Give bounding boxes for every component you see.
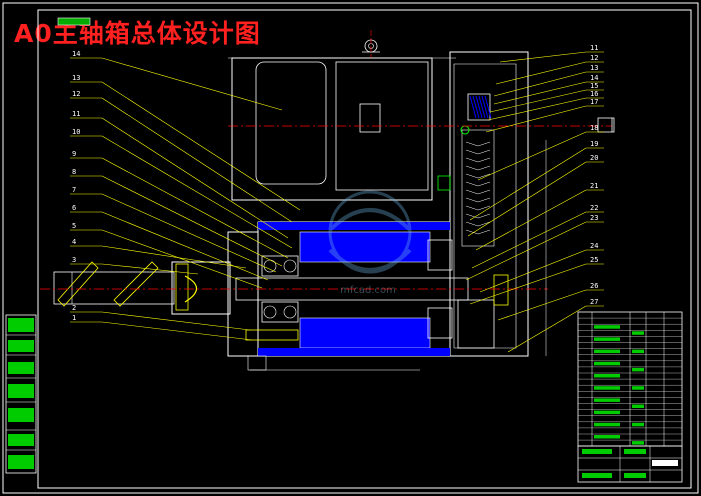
cutter-tip-icon bbox=[113, 261, 159, 307]
top-label-box bbox=[57, 17, 91, 26]
part-label: 10 bbox=[72, 128, 80, 136]
sheet-border-inner bbox=[37, 9, 692, 489]
drawing-title: A0主轴箱总体设计图 bbox=[14, 19, 261, 48]
part-label: 22 bbox=[590, 204, 598, 212]
part-label: 1 bbox=[72, 314, 76, 322]
watermark-text: mfcad.com bbox=[340, 285, 396, 296]
part-label: 19 bbox=[590, 140, 598, 148]
part-label: 11 bbox=[590, 44, 598, 52]
spindle-sleeve bbox=[227, 221, 469, 371]
motor-housing bbox=[231, 39, 433, 201]
part-label: 6 bbox=[72, 204, 76, 212]
dimension-lines bbox=[228, 57, 547, 371]
belt-pulley bbox=[465, 141, 491, 235]
part-label: 18 bbox=[590, 124, 598, 132]
part-label: 12 bbox=[72, 90, 80, 98]
part-label: 3 bbox=[72, 256, 76, 264]
part-label: 23 bbox=[590, 214, 598, 222]
part-label: 24 bbox=[590, 242, 598, 250]
part-label: 14 bbox=[72, 50, 80, 58]
part-label: 13 bbox=[590, 64, 598, 72]
part-label: 8 bbox=[72, 168, 76, 176]
part-label: 15 bbox=[590, 82, 598, 90]
part-label: 5 bbox=[72, 222, 76, 230]
part-label: 12 bbox=[590, 54, 598, 62]
part-label: 14 bbox=[590, 74, 598, 82]
part-label: 27 bbox=[590, 298, 598, 306]
part-label: 4 bbox=[72, 238, 76, 246]
gearbox-housing bbox=[437, 51, 529, 357]
spindle-nose bbox=[53, 261, 231, 315]
part-label: 17 bbox=[590, 98, 598, 106]
part-label: 9 bbox=[72, 150, 76, 158]
part-label: 16 bbox=[590, 90, 598, 98]
part-label: 26 bbox=[590, 282, 598, 290]
part-label: 11 bbox=[72, 110, 80, 118]
part-label: 20 bbox=[590, 154, 598, 162]
title-block bbox=[577, 445, 683, 483]
side-stamp-column bbox=[5, 314, 37, 474]
cutter-tip-icon bbox=[57, 261, 99, 307]
left-part-leaders: 14 13 12 11 10 9 8 7 6 5 4 3 2 1 bbox=[70, 50, 301, 341]
part-label: 21 bbox=[590, 182, 598, 190]
part-label: 2 bbox=[72, 304, 76, 312]
part-label: 7 bbox=[72, 186, 76, 194]
watermark-logo: mfcad.com bbox=[328, 190, 412, 296]
part-label: 13 bbox=[72, 74, 80, 82]
part-label: 25 bbox=[590, 256, 598, 264]
parts-list-table bbox=[577, 311, 683, 447]
